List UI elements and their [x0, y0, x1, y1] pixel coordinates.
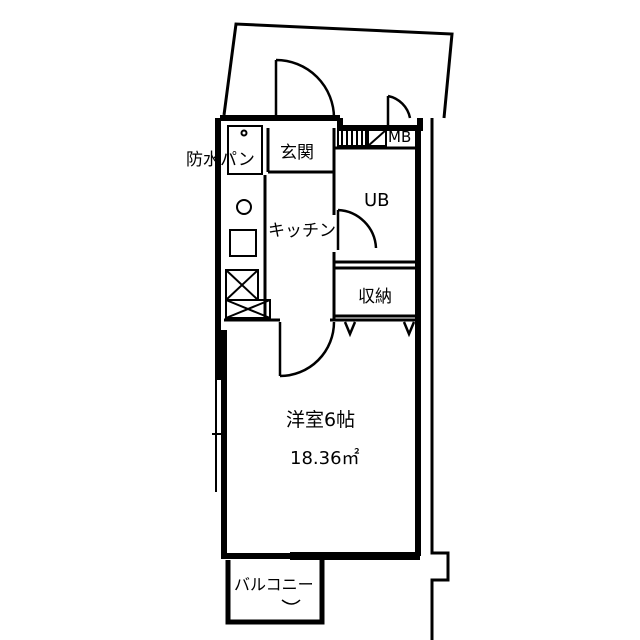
label-area: 18.36㎡: [290, 447, 360, 469]
label-room: 洋室6帖: [286, 409, 355, 431]
bath-door-icon: [336, 208, 378, 250]
room-door-icon: [278, 321, 336, 378]
label-bath: UB: [364, 190, 390, 211]
entrance-door-icon: [274, 58, 336, 119]
unit-walls: [215, 115, 423, 559]
sink-icon: [229, 229, 257, 257]
label-entrance: 玄関: [280, 143, 314, 163]
doors: [274, 58, 416, 378]
waterproof-pan-outline: [227, 125, 263, 175]
vent-icon: [225, 299, 271, 319]
meter-box-hatch: [337, 129, 387, 147]
storage-door-left-icon: [343, 321, 357, 338]
label-meter-box: MB: [388, 128, 411, 146]
meter-box-door-icon: [386, 94, 412, 128]
storage-door-right-icon: [402, 321, 416, 338]
partitions: [224, 128, 418, 322]
label-balcony: バルコニー: [234, 575, 314, 594]
label-storage: 収納: [358, 287, 392, 307]
drain-mark-icon: [281, 599, 301, 605]
kitchen-fixtures: [225, 125, 271, 319]
label-waterproof-pan: 防水パン: [186, 150, 255, 170]
windows: [212, 380, 420, 560]
building-outline: [222, 22, 454, 640]
label-kitchen: キッチン: [268, 221, 336, 241]
balcony: [225, 560, 325, 625]
stove-burner-icon: [236, 199, 252, 215]
